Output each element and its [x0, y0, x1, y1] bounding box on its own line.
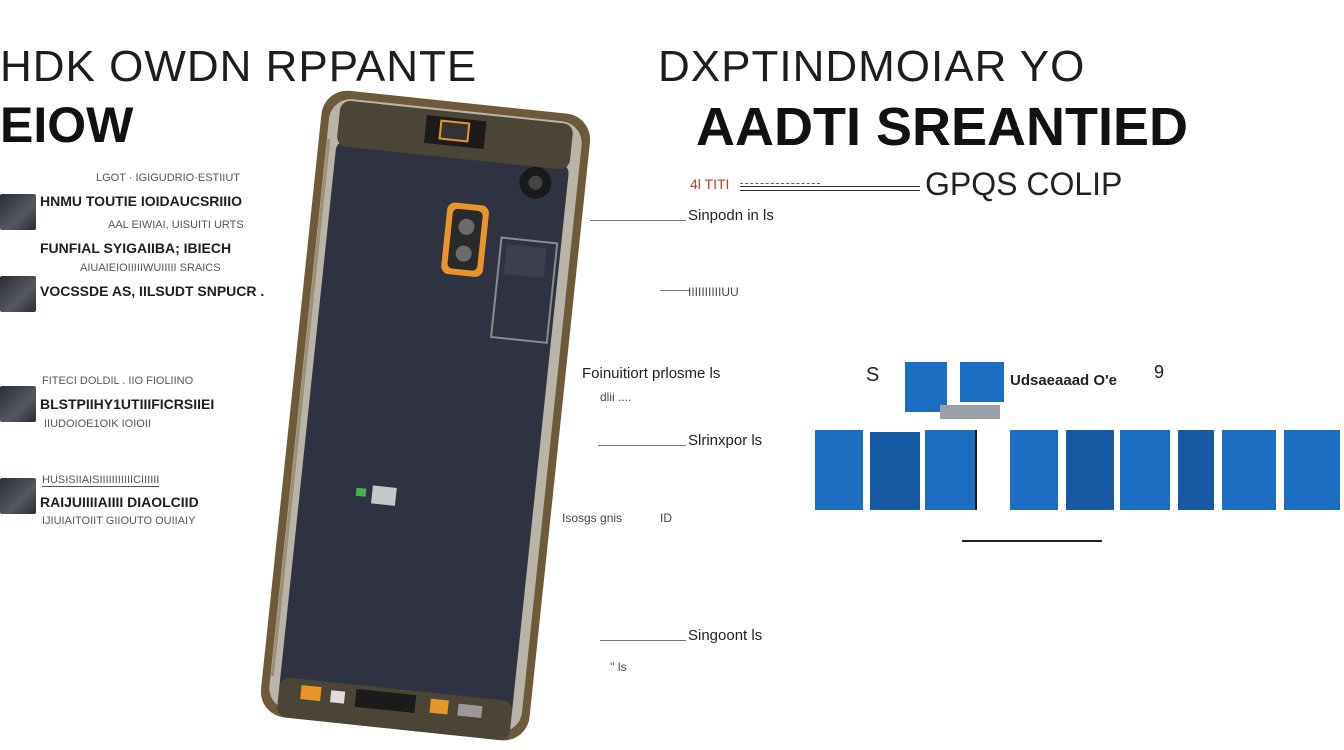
- blue-bar: [925, 430, 975, 510]
- legend-text: AIUAIEIOIIIIIWUIIIII SRAICS: [80, 262, 221, 274]
- red-annotation: 4l TITI: [690, 176, 730, 192]
- component-thumbnail: [0, 478, 36, 514]
- blue-bar: [1284, 430, 1340, 510]
- leader-line: [598, 445, 686, 446]
- blue-bar: [1120, 430, 1170, 510]
- right-heading-line1: DXPTINDMOIAR YO: [658, 42, 1086, 91]
- right-heading-line2: AADTI SREANTIED: [696, 97, 1189, 157]
- callout-label: Singoont ls: [688, 627, 763, 644]
- callout-label: Sinpodn in ls: [688, 207, 774, 224]
- subheading-rule: [740, 186, 920, 191]
- callout-label: Slrinxpor ls: [688, 432, 763, 449]
- right-subheading: GPQS COLIP: [925, 166, 1123, 202]
- blue-bar: [1222, 430, 1276, 510]
- blue-bar: [1178, 430, 1214, 510]
- legend-text: IJIUIAITOIIT GIIOUTO OUIIAIY: [42, 515, 196, 527]
- callout-label: Isosgs gnis: [562, 511, 623, 525]
- callout-label: Foinuitiort prlosme ls: [582, 365, 721, 382]
- left-heading-line1: HDK OWDN RPPANTE: [0, 42, 478, 91]
- blue-bar: [870, 432, 920, 510]
- legend-text: IIUDOIOE1OIK IOIOII: [44, 418, 151, 430]
- bracket-outline: [489, 236, 559, 344]
- blue-bar: [1066, 430, 1114, 510]
- blue-bar: [905, 362, 947, 412]
- baseline-rule: [962, 540, 1102, 542]
- phone-disassembly-illustration: [260, 90, 591, 741]
- callout-label: dlii ....: [600, 390, 632, 404]
- red-dash: [740, 183, 820, 184]
- component-chip: [371, 485, 397, 506]
- left-heading-line2: EIOW: [0, 97, 134, 153]
- leader-line: [660, 290, 690, 291]
- callout-label: ID: [660, 511, 672, 525]
- graphic-label: Udsaeaaad O'e: [1010, 372, 1117, 389]
- blue-bar: [960, 362, 1004, 402]
- legend-text: HUSISIIAISIIIIIIIIIIICIIIIII: [42, 474, 160, 487]
- legend-text: FUNFIAL SYIGAIIBA; IBIECH: [40, 240, 232, 256]
- component-thumbnail: [0, 386, 36, 422]
- leader-line: [600, 640, 686, 641]
- graphic-label: 9: [1154, 362, 1165, 382]
- usb-port: [354, 688, 417, 714]
- blue-bar: [815, 430, 863, 510]
- legend-text: RAIJUIIIIAIIII DIAOLCIID: [40, 494, 199, 510]
- callout-label: '' ls: [610, 660, 627, 674]
- blue-bar: [1010, 430, 1058, 510]
- legend-text: HNMU TOUTIE IOIDAUCSRIIIO: [40, 193, 242, 209]
- legend-text: BLSTPIIHY1UTIIIFICRSIIEI: [40, 396, 215, 412]
- connector-piece: [940, 405, 1000, 419]
- graphic-label: S: [866, 364, 880, 386]
- legend-text: FITECI DOLDIL . IIO FIOLIINO: [42, 375, 194, 387]
- gap-divider: [975, 430, 1007, 510]
- component-thumbnail: [0, 194, 36, 230]
- leader-line: [590, 220, 686, 221]
- callout-label: IIIIIIIIIIUU: [688, 285, 739, 299]
- legend-text: AAL EIWIAI, UISUITI URTS: [108, 219, 244, 231]
- component-thumbnail: [0, 276, 36, 312]
- legend-text: LGOT · IGIGUDRIO·ESTIIUT: [96, 172, 241, 184]
- legend-text: VOCSSDE AS, IILSUDT SNPUCR .: [40, 283, 265, 299]
